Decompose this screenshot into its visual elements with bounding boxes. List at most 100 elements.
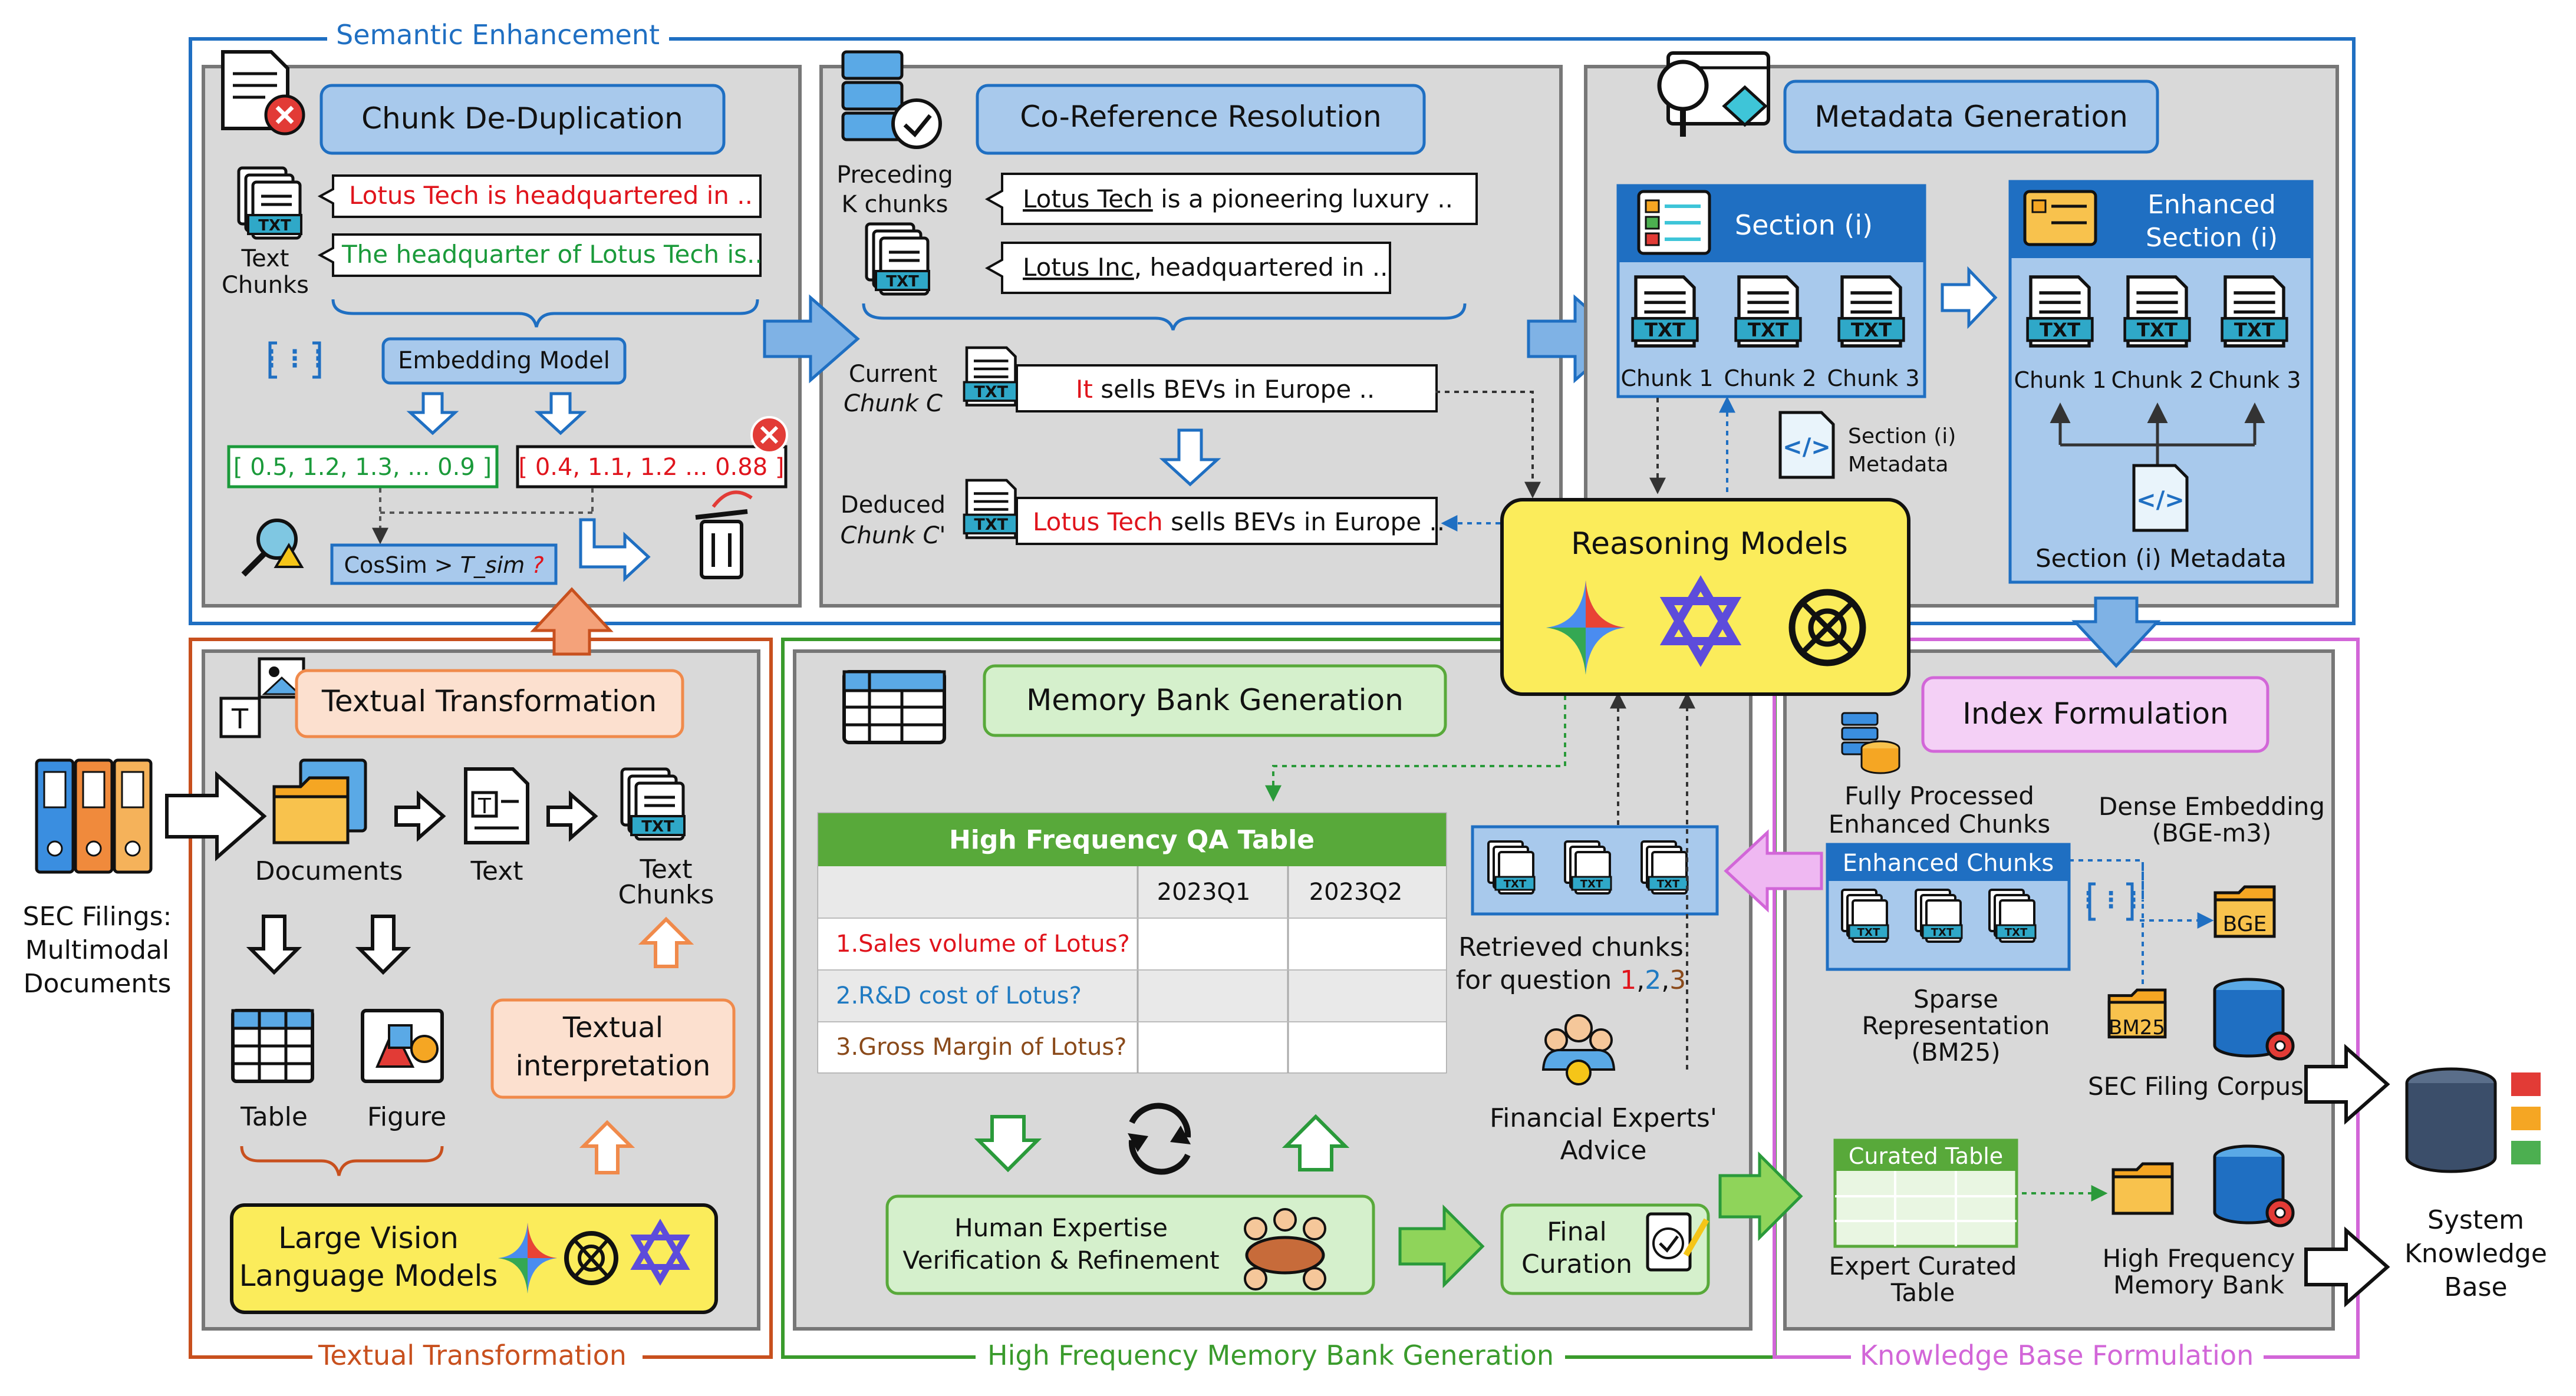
documents-label: Documents bbox=[255, 856, 403, 886]
figure-label: Figure bbox=[367, 1102, 446, 1132]
retrieved-label-1: Retrieved chunks bbox=[1458, 932, 1684, 962]
kb-to-retrieved-arrow bbox=[1724, 829, 1823, 913]
knowledge-base-frame: Knowledge Base Formulation bbox=[1773, 638, 2360, 1373]
interpretation-1: Textual bbox=[562, 1011, 663, 1044]
system-kb-3: Base bbox=[2444, 1272, 2507, 1302]
expert-curated-1: Expert Curated bbox=[1829, 1252, 2017, 1281]
qa-row-2: 2.R&D cost of Lotus? bbox=[836, 982, 1082, 1009]
text-chunks-label-2: Chunks bbox=[222, 272, 309, 299]
expert-curated-2: Table bbox=[1890, 1278, 1955, 1307]
deduced-chunk-icon bbox=[964, 480, 1019, 538]
reasoning-title: Reasoning Models bbox=[1571, 526, 1848, 562]
qa-table: High Frequency QA Table 2023Q1 2023Q2 1.… bbox=[817, 812, 1447, 1074]
enhanced-chunk-3-label: Chunk 3 bbox=[2208, 367, 2301, 393]
sec-filing-corpus: SEC Filing Corpus bbox=[2088, 1072, 2304, 1101]
textual-transformation-frame: Textual Transformation bbox=[189, 638, 773, 1373]
dedup-panel: Chunk De-Duplication Text Chunks Lotus T… bbox=[202, 50, 802, 608]
enhanced-chunk-2-icon bbox=[2125, 277, 2190, 346]
chunk-a-callout: Lotus Tech is headquartered in .. bbox=[317, 174, 762, 218]
system-db-icon bbox=[2405, 1067, 2541, 1173]
section-metadata-icon bbox=[1780, 412, 1833, 477]
prev-chunk-2-callout: Lotus Inc, headquartered in .. bbox=[984, 242, 1391, 294]
deduced-chunk-text: Lotus Tech sells BEVs in Europe .. bbox=[1033, 507, 1445, 536]
preceding-label-1: Preceding bbox=[836, 161, 953, 189]
team-icon bbox=[1244, 1208, 1326, 1291]
qa-col-2: 2023Q2 bbox=[1309, 879, 1403, 906]
section-list-icon bbox=[1637, 190, 1711, 255]
section-metadata-label-2: Metadata bbox=[1848, 453, 1948, 477]
table-icon bbox=[231, 1009, 314, 1083]
section-chunk-1-label: Chunk 1 bbox=[1620, 365, 1713, 391]
final-to-kb-arrow bbox=[1718, 1151, 1803, 1242]
preceding-chunks-icon bbox=[867, 224, 929, 294]
text-chunks-out-icon bbox=[622, 769, 684, 839]
qa-row-3: 3.Gross Margin of Lotus? bbox=[836, 1034, 1126, 1061]
text-chunks-out-1: Text bbox=[640, 854, 693, 885]
deduced-chunk-label-1: Deduced bbox=[841, 491, 946, 519]
bm25-label: BM25 bbox=[2109, 1016, 2165, 1039]
bent-arrow-icon bbox=[579, 518, 651, 582]
section-chunk-1-icon bbox=[1633, 277, 1698, 346]
gemini-icon-small bbox=[498, 1223, 557, 1293]
experts-label-1: Financial Experts' bbox=[1490, 1103, 1717, 1133]
enhanced-section-title-2: Section (i) bbox=[2146, 223, 2278, 253]
gear-icon bbox=[2265, 1031, 2295, 1061]
retrieved-chunks-2-icon bbox=[1564, 840, 1612, 895]
sparse-3: (BM25) bbox=[1911, 1038, 2000, 1067]
textual-to-semantic-arrow bbox=[530, 587, 614, 656]
fully-processed-1: Fully Processed bbox=[1844, 781, 2034, 810]
textual-title: Textual Transformation bbox=[321, 684, 657, 718]
semantic-enhancement-frame: Semantic Enhancement bbox=[189, 19, 2356, 625]
final-curation-2: Curation bbox=[1521, 1249, 1632, 1279]
current-chunk-label-2: Chunk C bbox=[844, 390, 943, 417]
dense-embedding-2: (BGE-m3) bbox=[2152, 819, 2272, 847]
openai-icon-small bbox=[564, 1231, 618, 1285]
memory-title: Memory Bank Generation bbox=[1026, 683, 1404, 717]
sec-filings-3: Documents bbox=[24, 969, 172, 999]
current-chunk-text: It sells BEVs in Europe .. bbox=[1076, 375, 1375, 404]
code-search-icon bbox=[1657, 51, 1770, 137]
reasoning-models: Reasoning Models bbox=[1500, 498, 1910, 696]
metadata-title: Metadata Generation bbox=[1814, 100, 2128, 134]
prev-chunk-1-text: Lotus Tech is a pioneering luxury .. bbox=[1023, 184, 1453, 213]
trash-icon bbox=[695, 490, 753, 579]
curated-table: Curated Table bbox=[1833, 1138, 2018, 1248]
svg-text:⋮⋮⋮: ⋮⋮⋮ bbox=[2077, 887, 2145, 913]
corpus-to-system-arrow bbox=[2304, 1044, 2390, 1125]
hf-to-system-arrow bbox=[2304, 1226, 2390, 1308]
fully-processed-2: Enhanced Chunks bbox=[1829, 810, 2050, 839]
kb-enhanced-chunk-3-icon bbox=[1988, 889, 2037, 943]
textual-transformation-label: Textual Transformation bbox=[318, 1339, 627, 1371]
text-doc-icon: T bbox=[464, 767, 529, 844]
dense-embedding-1: Dense Embedding bbox=[2099, 792, 2325, 821]
cossim-label: CosSim > T_sim ? bbox=[344, 552, 543, 578]
enhanced-chunk-1-icon bbox=[2028, 277, 2093, 346]
enhanced-section-icon bbox=[2023, 190, 2097, 246]
server-check-icon bbox=[841, 50, 942, 149]
retrieved-chunks-1-icon bbox=[1487, 840, 1536, 895]
human-label-2: Verification & Refinement bbox=[902, 1246, 1219, 1275]
svg-text:T: T bbox=[231, 703, 249, 735]
section-chunk-2-label: Chunk 2 bbox=[1724, 365, 1816, 391]
retrieved-chunks-3-icon bbox=[1641, 840, 1689, 895]
text-image-icon: T bbox=[219, 657, 305, 738]
memory-bank-frame: High Frequency Memory Bank Generation bbox=[781, 638, 1777, 1373]
curated-table-header: Curated Table bbox=[1849, 1143, 2003, 1169]
final-curation-1: Final bbox=[1547, 1217, 1606, 1247]
documents-icon bbox=[272, 758, 367, 844]
sparse-2: Representation bbox=[1862, 1011, 2050, 1040]
qa-col-1: 2023Q1 bbox=[1157, 879, 1251, 906]
embedding-icon: ⋮⋮⋮ bbox=[259, 341, 330, 379]
memory-table-icon bbox=[842, 670, 946, 744]
text-chunks-icon bbox=[239, 168, 301, 238]
embedding-model-label: Embedding Model bbox=[398, 347, 610, 374]
lvlm-label-2: Language Models bbox=[239, 1259, 498, 1293]
prev-chunk-2-text: Lotus Inc, headquartered in .. bbox=[1023, 253, 1388, 282]
coref-panel: Co-Reference Resolution Preceding K chun… bbox=[819, 50, 1563, 608]
hf-folder-icon bbox=[2113, 1164, 2172, 1213]
vector-b: [ 0.4, 1.1, 1.2 ... 0.88 ] bbox=[519, 454, 785, 481]
section-chunk-2-icon bbox=[1736, 277, 1801, 346]
kb-enhanced-chunk-1-icon bbox=[1841, 889, 1889, 943]
section-metadata-label-1: Section (i) bbox=[1848, 424, 1956, 448]
